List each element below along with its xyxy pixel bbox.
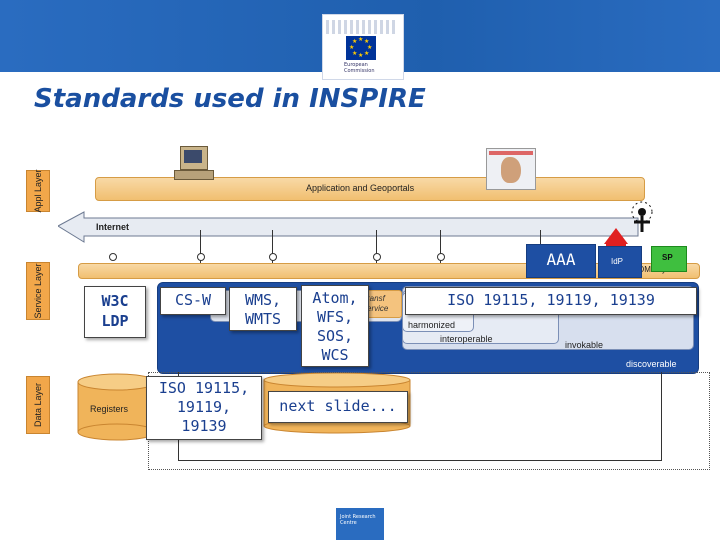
data-layer-label: Data Layer: [26, 376, 50, 434]
logo-text: European Commission: [344, 62, 375, 74]
page-title: Standards used in INSPIRE: [34, 84, 426, 114]
map-thumbnail-icon: [486, 148, 536, 190]
w3c-ldp-callout: W3C LDP: [84, 286, 146, 338]
iso-data-callout: ISO 19115, 19119, 19139: [146, 376, 262, 440]
interoperable-label: interoperable: [440, 334, 493, 344]
computer-icon: [174, 146, 214, 180]
invokable-label: invokable: [565, 340, 604, 350]
application-band: [95, 177, 645, 201]
application-band-label: Application and Geoportals: [306, 183, 415, 193]
connector-node: [197, 253, 205, 261]
service-layer-label: Service Layer: [26, 262, 50, 320]
connector-line: [200, 230, 201, 270]
csw-callout: CS-W: [160, 287, 226, 315]
jrc-logo: [336, 508, 384, 540]
next-slide-callout: next slide...: [268, 391, 408, 423]
iso-metadata-callout: ISO 19115, 19119, 19139: [405, 287, 697, 315]
connector-node: [437, 253, 445, 261]
connector-line: [272, 230, 273, 270]
registers-label: Registers: [90, 404, 129, 414]
harmonized-label: harmonized: [408, 320, 456, 330]
wms-wmts-callout: WMS, WMTS: [229, 287, 297, 331]
aaa-box: AAA: [526, 244, 596, 278]
sp-box: SP: [651, 246, 687, 272]
connector-line: [376, 230, 377, 270]
internet-arrow: [58, 211, 639, 243]
discoverable-label: discoverable: [626, 359, 677, 369]
jrc-logo-text: Joint Research Centre: [340, 514, 376, 526]
eu-flag-icon: ★★★ ★★★ ★★: [346, 36, 376, 60]
connector-node: [269, 253, 277, 261]
berlaymont-building-icon: [326, 20, 398, 34]
connector-node: [373, 253, 381, 261]
connector-line: [440, 230, 441, 270]
idp-box: IdP: [598, 246, 642, 278]
internet-label: Internet: [96, 222, 130, 232]
connector-node: [109, 253, 117, 261]
registers-database-icon: [77, 373, 157, 441]
atom-wfs-sos-wcs-callout: Atom, WFS, SOS, WCS: [301, 285, 369, 367]
appl-layer-label: Appl Layer: [26, 169, 50, 213]
